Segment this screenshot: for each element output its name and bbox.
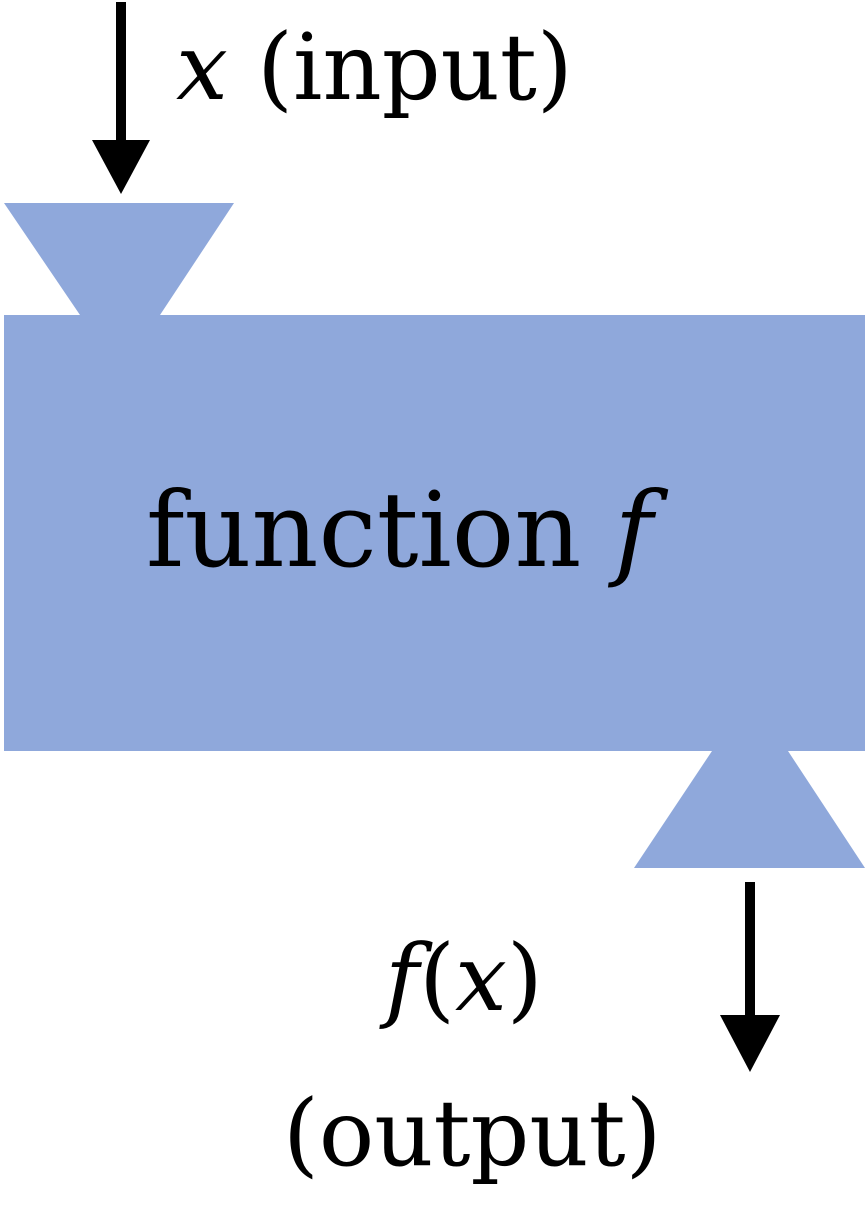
- input-label: x (input): [176, 22, 573, 114]
- output-funnel: [634, 751, 865, 868]
- output-close-paren: ): [506, 925, 543, 1032]
- output-expression: f(x): [385, 933, 543, 1025]
- function-box: [4, 315, 865, 751]
- output-arrow-head: [720, 1015, 780, 1072]
- input-funnel: [4, 203, 234, 315]
- input-note: (input): [257, 14, 573, 121]
- input-variable: x: [176, 14, 228, 121]
- function-word: function: [146, 469, 582, 591]
- output-variable: x: [454, 925, 507, 1032]
- output-func: f: [385, 925, 420, 1032]
- output-open-paren: (: [419, 925, 455, 1032]
- output-note: (output): [283, 1080, 662, 1187]
- input-arrow-head: [92, 140, 150, 194]
- function-label: function f: [146, 478, 653, 582]
- function-name: f: [614, 469, 653, 591]
